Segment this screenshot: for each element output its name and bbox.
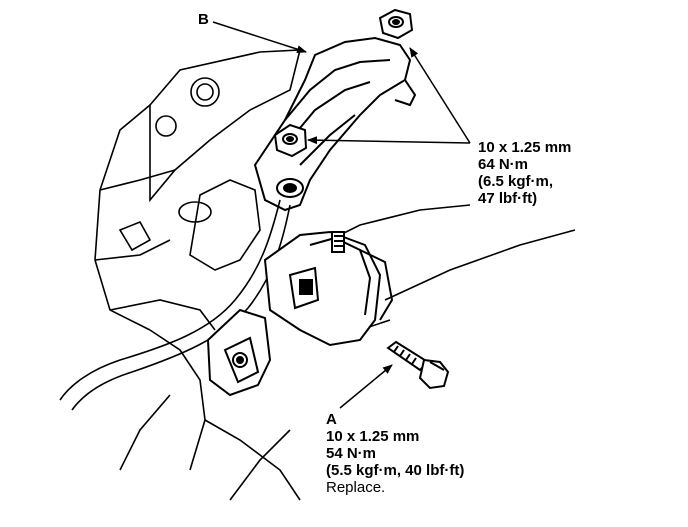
spec-top-size: 10 x 1.25 mm: [478, 139, 572, 156]
nut-top-right: [378, 8, 414, 40]
lower-mount: [263, 230, 394, 347]
label-b-text: B: [198, 11, 209, 28]
leader-b: [212, 21, 307, 54]
spec-top-torque-nm: 64 N·m: [478, 156, 529, 173]
bolt-a: [386, 340, 450, 390]
spec-bottom-size: 10 x 1.25 mm: [326, 428, 420, 445]
leader-spec-top-nut: [409, 47, 471, 144]
upper-bracket-b: [253, 36, 417, 212]
spec-bottom-note: Replace.: [326, 479, 386, 496]
spec-bottom-torque-alt: (5.5 kgf·m, 40 lbf·ft): [326, 462, 465, 479]
side-bracket: [206, 308, 272, 397]
nut-center: [273, 123, 308, 158]
leader-lines: [212, 21, 471, 409]
spec-top-torque-kgf: (6.5 kgf·m,: [478, 173, 554, 190]
spec-bottom-callout: A 10 x 1.25 mm 54 N·m (5.5 kgf·m, 40 lbf…: [326, 411, 464, 496]
spec-top-torque-lbf: 47 lbf·ft): [478, 190, 538, 207]
leader-spec-center-nut: [307, 136, 471, 145]
label-b: B: [198, 11, 209, 28]
leader-a: [339, 364, 393, 409]
spec-bottom-torque-nm: 54 N·m: [326, 445, 377, 462]
label-a-text: A: [326, 411, 337, 428]
spec-top-callout: 10 x 1.25 mm 64 N·m (6.5 kgf·m, 47 lbf·f…: [478, 139, 571, 207]
